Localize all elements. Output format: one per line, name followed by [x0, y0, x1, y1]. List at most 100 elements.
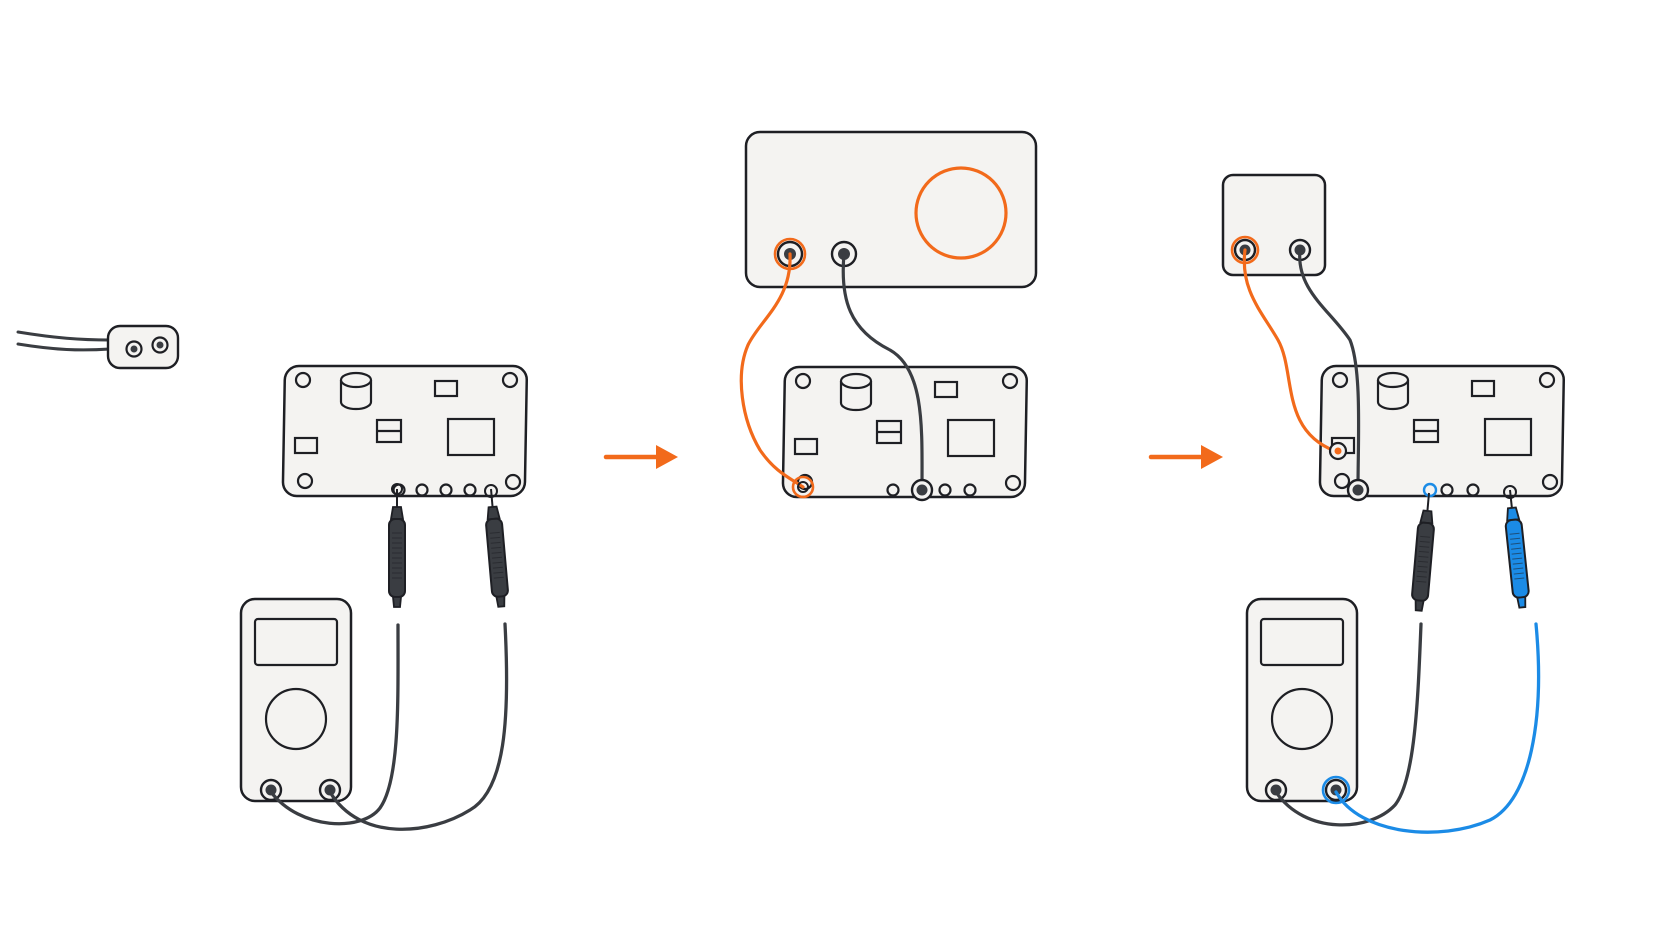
- arrow-right-icon-head: [656, 445, 678, 469]
- battery-clip-contact: [156, 341, 164, 349]
- probe-blue-grip: [1511, 552, 1522, 555]
- multimeter-v-jack-pin: [324, 784, 336, 796]
- step-3-panel: [1221, 173, 1566, 834]
- probe-red-grip: [489, 531, 500, 534]
- multimeter-com-jack-pin: [1270, 784, 1282, 796]
- arrow-right-icon-head: [1201, 445, 1223, 469]
- circuit-board-icon: [281, 364, 529, 498]
- board-pad: [886, 483, 900, 497]
- multimeter-com-jack: [1264, 778, 1288, 802]
- power-supply-dial: [914, 166, 1008, 260]
- arrow-right-icon: [603, 445, 678, 469]
- board-ground-terminal-pin: [916, 484, 928, 496]
- battery-clip-socket: [125, 340, 143, 358]
- supply-lead-negative: [1298, 248, 1361, 490]
- probe-black-grip: [1416, 580, 1427, 583]
- board-pad: [1466, 483, 1480, 497]
- probe-red-grip: [491, 556, 503, 559]
- board-ground-terminal: [910, 478, 934, 502]
- board-pad-measure: [1422, 482, 1438, 498]
- probe-black-grip: [1417, 570, 1428, 573]
- probe-blue-grip: [1511, 547, 1522, 550]
- probe-red-grip: [492, 561, 503, 564]
- multimeter-com-jack-pin: [265, 784, 277, 796]
- probe-blue-grip: [1510, 542, 1521, 545]
- probe-blue-grip: [1513, 567, 1524, 570]
- test-lead-blue: [1334, 622, 1541, 834]
- board-pad: [938, 483, 952, 497]
- multimeter-v-jack-pin: [1330, 784, 1342, 796]
- probe-blue: [1504, 489, 1530, 609]
- multimeter-icon: [1245, 597, 1359, 805]
- probe-red-grip: [491, 551, 502, 554]
- probe-red-grip: [493, 571, 504, 574]
- step-1-panel: [16, 324, 678, 831]
- multimeter-icon: [239, 597, 353, 803]
- board-pad: [484, 484, 498, 498]
- power-supply-icon: [744, 130, 1038, 289]
- supply-lead-negative: [841, 252, 924, 492]
- probe-red-tip: [490, 488, 494, 508]
- battery-clip-wire-a: [16, 330, 112, 342]
- board-pad: [1503, 485, 1517, 499]
- probe-red: [485, 488, 509, 608]
- probe-black-grip: [1417, 565, 1428, 568]
- probe-red-grip: [493, 576, 504, 579]
- board-power-terminal: [797, 481, 809, 493]
- probe-blue-grip: [1512, 562, 1523, 565]
- board-power-terminal-ring: [791, 475, 815, 499]
- circuit-board-body: [781, 365, 1029, 499]
- probe-black-collar: [1419, 509, 1434, 525]
- board-pad: [1440, 483, 1454, 497]
- probe-red-collar: [486, 505, 501, 521]
- circuit-board-icon: [781, 365, 1029, 499]
- multimeter-v-jack: [1321, 775, 1351, 805]
- battery-clip-wire-b: [16, 342, 112, 352]
- probe-red-grip: [490, 536, 501, 539]
- board-pad: [415, 483, 429, 497]
- battery-clip-socket: [151, 336, 169, 354]
- probe-black-grip: [1418, 555, 1429, 558]
- multimeter-v-jack-ring: [1321, 775, 1351, 805]
- probe-black-grip: [1420, 535, 1431, 538]
- probe-black-boot: [392, 596, 402, 608]
- supply-lead-positive: [739, 252, 805, 489]
- board-pad: [963, 483, 977, 497]
- probe-blue-grip: [1513, 572, 1524, 575]
- multimeter-body: [1245, 597, 1359, 803]
- probe-black: [388, 489, 406, 608]
- multimeter-com-jack: [259, 778, 283, 802]
- probe-blue-boot: [1516, 595, 1527, 609]
- probe-black-boot: [1414, 599, 1425, 612]
- circuit-board-body: [281, 364, 529, 498]
- probe-red-grip: [491, 546, 502, 549]
- probe-blue-grip: [1509, 532, 1520, 535]
- test-lead-black: [1274, 622, 1423, 827]
- step-2-panel: [739, 130, 1223, 502]
- arrow-right-icon: [1148, 445, 1223, 469]
- supply-lead-positive: [1242, 248, 1337, 453]
- probe-black-grip: [1416, 575, 1427, 578]
- probe-black: [1411, 492, 1435, 612]
- board-ground-terminal-pin: [1352, 484, 1364, 496]
- test-lead-black: [269, 623, 400, 826]
- probe-blue-collar: [1506, 506, 1521, 522]
- probe-black-grip: [1418, 550, 1429, 553]
- battery-clip-contact: [130, 345, 138, 353]
- probe-blue-tip: [1509, 489, 1513, 509]
- power-supply-body: [744, 130, 1038, 289]
- battery-clip-icon: [16, 324, 180, 370]
- probe-red-grip: [492, 566, 503, 569]
- probe-black-tip: [1426, 492, 1430, 512]
- test-lead-red: [328, 622, 509, 831]
- probe-blue-grip: [1512, 557, 1523, 560]
- probe-black-grip: [1419, 545, 1430, 548]
- circuit-board-icon: [1318, 364, 1566, 498]
- probe-black-collar: [389, 506, 405, 520]
- probe-red-grip: [490, 541, 501, 544]
- probe-black-grip: [1417, 560, 1429, 563]
- board-power-terminal-pin: [1334, 447, 1342, 455]
- board-ground-terminal: [1346, 478, 1370, 502]
